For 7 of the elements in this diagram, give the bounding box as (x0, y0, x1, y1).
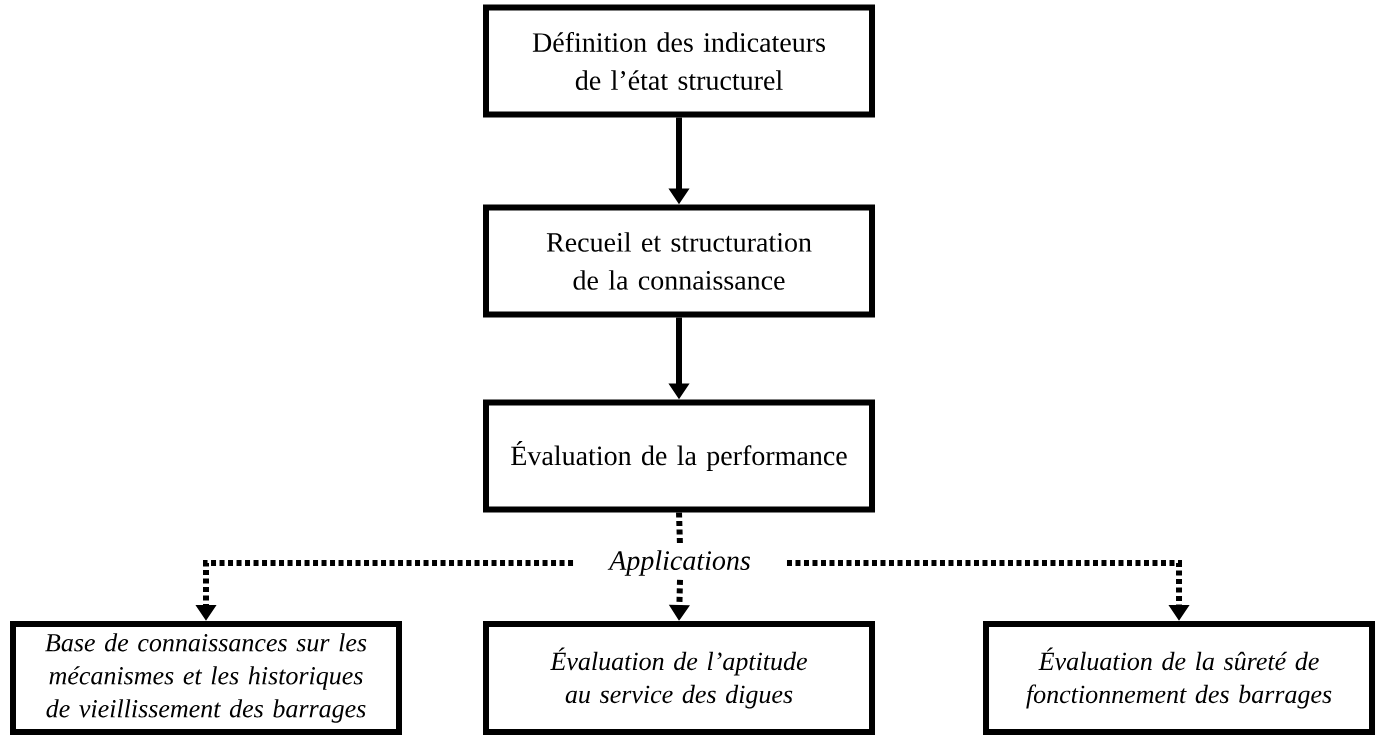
application-box: Base de connaissances sur les mécanismes et les historiques de vieillissement des barrages (10, 621, 402, 735)
process-box: Évaluation de la performance (483, 399, 875, 513)
application-box: Évaluation de la sûreté de fonctionnement des barrages (983, 621, 1375, 735)
section-label: Applications (607, 550, 750, 576)
application-box: Évaluation de l’aptitude au service des digues (483, 621, 875, 735)
process-box: Recueil et structuration de la connaissance (483, 204, 875, 318)
process-box: Définition des indicateurs de l’état structurel (483, 4, 875, 118)
